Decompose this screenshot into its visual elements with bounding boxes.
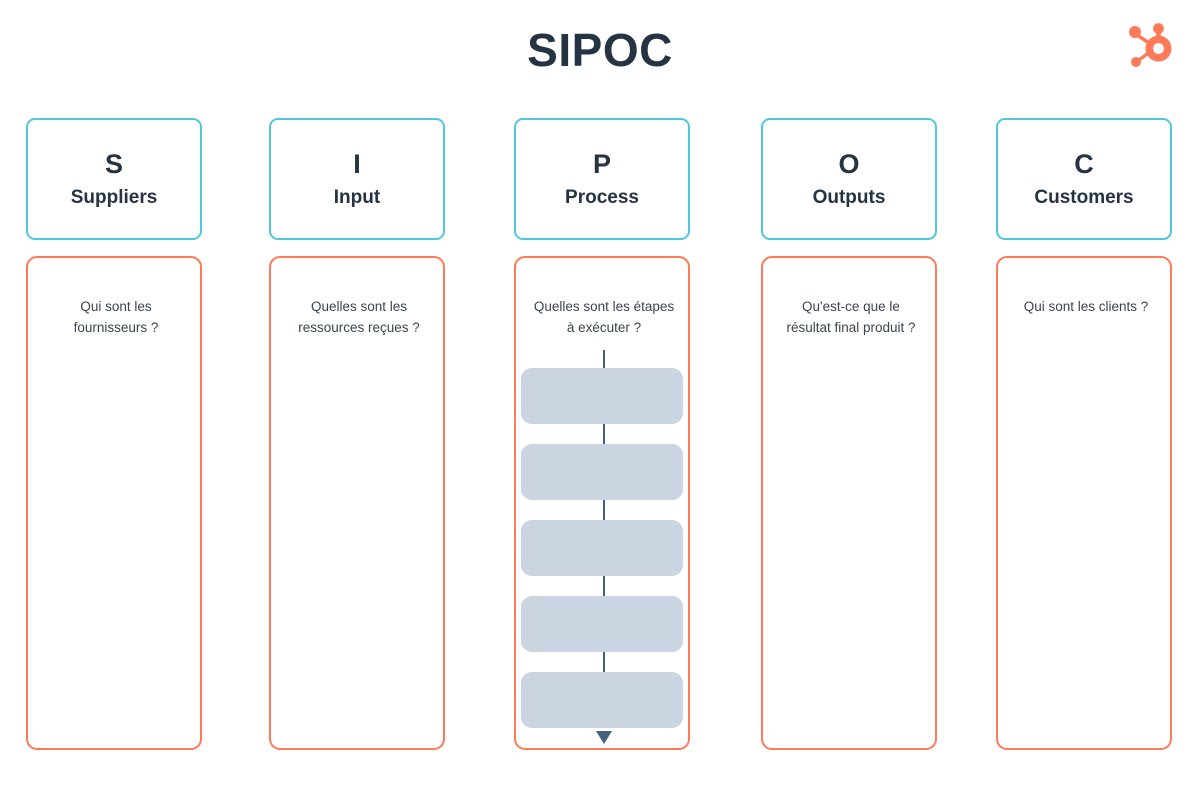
column-letter: S — [104, 149, 123, 179]
column-header-card-suppliers[interactable]: S Suppliers — [26, 118, 202, 240]
flow-connector — [603, 424, 605, 444]
flow-step-box-1[interactable] — [521, 368, 683, 424]
column-name: Process — [565, 187, 639, 208]
sipoc-column-outputs: O Outputs Qu'est-ce que le résultat fina… — [761, 110, 939, 755]
column-name: Customers — [1034, 187, 1134, 208]
column-letter: I — [353, 149, 361, 179]
column-content-card-process[interactable]: Quelles sont les étapes à exécuter ? — [514, 256, 690, 750]
column-header-card-outputs[interactable]: O Outputs — [761, 118, 937, 240]
column-letter: C — [1074, 149, 1094, 179]
sipoc-column-suppliers: S Suppliers Qui sont les fournisseurs ? — [26, 110, 204, 755]
column-header-card-process[interactable]: P Process — [514, 118, 690, 240]
column-content-card-suppliers[interactable]: Qui sont les fournisseurs ? — [26, 256, 202, 750]
flow-step-box-3[interactable] — [521, 520, 683, 576]
sipoc-grid: S Suppliers Qui sont les fournisseurs ? … — [0, 110, 1200, 800]
flow-connector — [603, 350, 605, 368]
sipoc-column-input: I Input Quelles sont les ressources reçu… — [269, 110, 447, 755]
column-name: Suppliers — [70, 187, 158, 208]
flow-connector — [603, 652, 605, 672]
sipoc-column-customers: C Customers Qui sont les clients ? — [996, 110, 1174, 755]
column-prompt: Qui sont les fournisseurs ? — [73, 299, 159, 335]
column-prompt: Qu'est-ce que le résultat final produit … — [786, 299, 916, 335]
flow-connector — [603, 576, 605, 596]
column-content-card-input[interactable]: Quelles sont les ressources reçues ? — [269, 256, 445, 750]
flow-step-box-5[interactable] — [521, 672, 683, 728]
column-content-card-outputs[interactable]: Qu'est-ce que le résultat final produit … — [761, 256, 937, 750]
flow-step-box-4[interactable] — [521, 596, 683, 652]
column-letter: O — [838, 149, 860, 179]
hubspot-sprocket-icon — [1122, 18, 1178, 74]
column-prompt: Quelles sont les étapes à exécuter ? — [533, 299, 675, 335]
column-content-card-customers[interactable]: Qui sont les clients ? — [996, 256, 1172, 750]
page-header: SIPOC — [0, 0, 1200, 110]
flow-connector — [603, 500, 605, 520]
column-prompt: Quelles sont les ressources reçues ? — [298, 299, 420, 335]
column-header-card-input[interactable]: I Input — [269, 118, 445, 240]
flow-step-box-2[interactable] — [521, 444, 683, 500]
page-title: SIPOC — [527, 24, 673, 76]
column-name: Input — [333, 187, 381, 208]
column-letter: P — [592, 149, 611, 179]
flow-arrow-down-icon — [596, 731, 612, 744]
column-prompt: Qui sont les clients ? — [1023, 299, 1149, 314]
column-header-card-customers[interactable]: C Customers — [996, 118, 1172, 240]
sipoc-column-process: P Process Quelles sont les étapes à exéc… — [514, 110, 692, 755]
process-flow-diagram — [516, 350, 688, 748]
column-name: Outputs — [812, 187, 886, 208]
